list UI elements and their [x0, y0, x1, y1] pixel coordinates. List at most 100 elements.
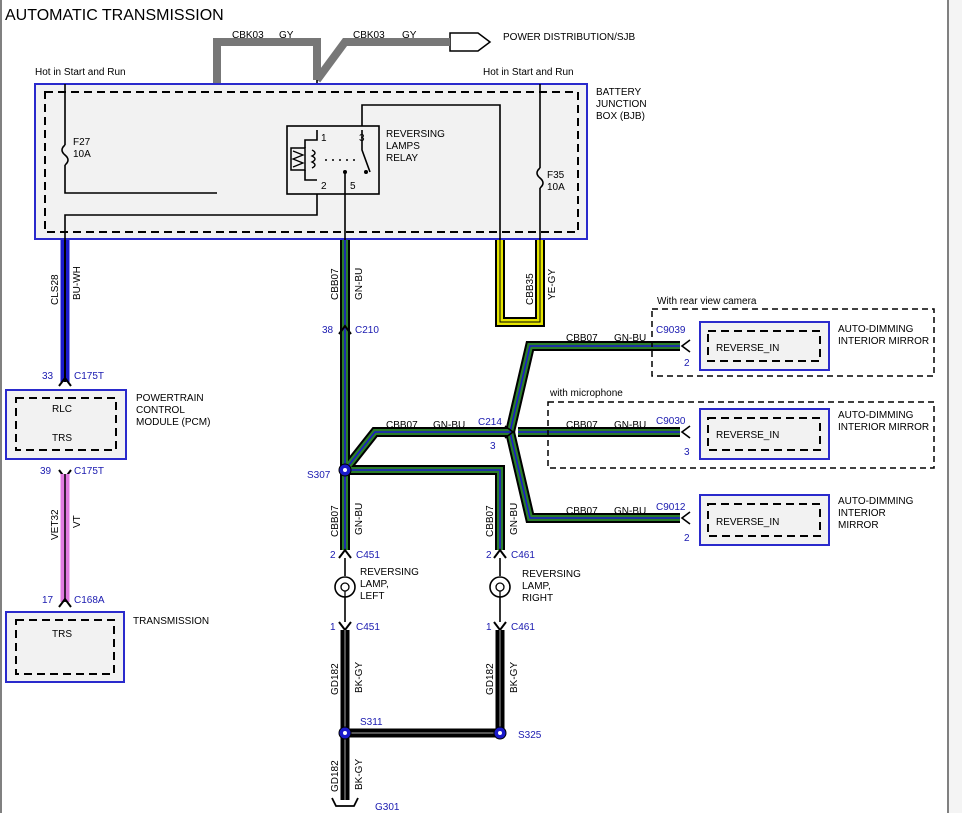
c9039-pin: 2	[684, 358, 690, 369]
c9012-pin: 2	[684, 533, 690, 544]
relay-pin-2: 2	[321, 181, 327, 192]
mirror-1-pin: REVERSE_IN	[716, 343, 779, 354]
connector-arrow-icon	[680, 511, 691, 525]
transmission-box	[5, 611, 125, 683]
hot-in-start-left: Hot in Start and Run	[35, 67, 126, 78]
lamp-right-name-1: REVERSING	[522, 569, 581, 580]
fuse-f35-rating: 10A	[547, 182, 565, 193]
left-ground-color: BK-GY	[354, 662, 365, 693]
transmission-name: TRANSMISSION	[133, 616, 209, 627]
c175t-top-pin: 33	[42, 371, 54, 382]
c9039-name: C9039	[656, 325, 686, 336]
reversing-lamp-left-icon	[334, 576, 356, 598]
branch-top-color: GN-BU	[614, 333, 646, 344]
mirror-2-name-2: INTERIOR MIRROR	[838, 422, 929, 433]
connector-arrow-icon	[680, 425, 691, 439]
bu-wh-label: BU-WH	[72, 266, 83, 300]
branch-mid-color: GN-BU	[614, 420, 646, 431]
lamp-left-name-3: LEFT	[360, 591, 384, 602]
s325-label: S325	[518, 730, 542, 741]
fuse-f35-id: F35	[547, 170, 565, 181]
c461-bot-pin: 1	[486, 622, 492, 633]
branch-mid-circuit: CBB07	[566, 420, 598, 431]
connector-arrow-icon	[338, 548, 352, 559]
relay-name-2: LAMPS	[386, 141, 420, 152]
gy-left-label: GY	[279, 30, 294, 41]
c175t-top-name: C175T	[74, 371, 104, 382]
connector-arrow-icon	[680, 339, 691, 353]
g301-label: G301	[375, 802, 400, 813]
pcm-pin-trs: TRS	[52, 433, 72, 444]
c9012-name: C9012	[656, 502, 686, 513]
mirror-2-name-1: AUTO-DIMMING	[838, 410, 914, 421]
lamp-right-name-2: LAMP,	[522, 581, 551, 592]
lamp-left-name-1: REVERSING	[360, 567, 419, 578]
mirror-2-pin: REVERSE_IN	[716, 430, 779, 441]
c168a-pin: 17	[42, 595, 54, 606]
connector-arrow-icon	[504, 425, 515, 439]
relay-name-3: RELAY	[386, 153, 418, 164]
microphone-note: with microphone	[549, 388, 623, 399]
pcm-box	[5, 389, 127, 460]
s311-label: S311	[360, 717, 383, 728]
pcm-name-1: POWERTRAIN	[136, 393, 204, 404]
mirror-3-name-2: INTERIOR	[838, 508, 886, 519]
c461-top-pin: 2	[486, 550, 492, 561]
ground-gd182-wires	[340, 630, 505, 800]
branch-bot-circuit: CBB07	[566, 506, 598, 517]
right-ground-color: BK-GY	[509, 662, 520, 693]
gn-bu-bjb-label: GN-BU	[354, 268, 365, 300]
c214-left-circuit: CBB07	[386, 420, 418, 431]
connector-arrow-icon	[58, 597, 72, 608]
branch-top-circuit: CBB07	[566, 333, 598, 344]
c175t-bot-pin: 39	[40, 466, 52, 477]
bjb-name-3: BOX (BJB)	[596, 111, 645, 122]
wire-cbb35-yellow	[495, 240, 545, 327]
cbk03-right-label: CBK03	[353, 30, 385, 41]
left-feed-color: GN-BU	[354, 503, 365, 535]
relay-pin-1: 1	[321, 133, 327, 144]
mirror-1-name-1: AUTO-DIMMING	[838, 324, 914, 335]
bjb-internal-wiring	[61, 84, 544, 240]
hot-in-start-right: Hot in Start and Run	[483, 67, 574, 78]
cls28-label: CLS28	[50, 274, 61, 305]
fuse-f35-icon	[536, 167, 544, 189]
fuse-f27-id: F27	[73, 137, 91, 148]
right-feed-circuit: CBB07	[485, 505, 496, 537]
c9030-pin: 3	[684, 447, 690, 458]
branch-bot-color: GN-BU	[614, 506, 646, 517]
relay-pin-3: 3	[359, 133, 365, 144]
power-connector-icon	[449, 32, 492, 52]
vet32-label: VET32	[50, 509, 61, 540]
mirror-3-name-3: MIRROR	[838, 520, 879, 531]
lamp-right-name-3: RIGHT	[522, 593, 553, 604]
left-feed-circuit: CBB07	[330, 505, 341, 537]
ye-gy-label: YE-GY	[547, 269, 558, 300]
right-feed-color: GN-BU	[509, 503, 520, 535]
c214-name: C214	[478, 417, 502, 428]
main-ground-circuit: GD182	[330, 760, 341, 792]
pcm-pin-rlc: RLC	[52, 404, 72, 415]
c451-bot-pin: 1	[330, 622, 336, 633]
s307-label: S307	[307, 470, 331, 481]
relay-coil-icon	[290, 130, 371, 240]
microphone-option-frame	[547, 401, 935, 469]
c210-name: C210	[355, 325, 379, 336]
reversing-lamp-right-icon	[489, 576, 511, 598]
c451-top-pin: 2	[330, 550, 336, 561]
c214-left-color: GN-BU	[433, 420, 465, 431]
page-title: AUTOMATIC TRANSMISSION	[5, 7, 224, 24]
power-distribution-label: POWER DISTRIBUTION/SJB	[503, 32, 636, 43]
rear-camera-option-frame	[651, 308, 935, 377]
cbk03-left-label: CBK03	[232, 30, 264, 41]
mirror-3-pin: REVERSE_IN	[716, 517, 779, 528]
transmission-pin-trs: TRS	[52, 629, 72, 640]
green-gn-bu-wires	[340, 240, 680, 550]
lamp-left-name-2: LAMP,	[360, 579, 389, 590]
rear-camera-note: With rear view camera	[657, 296, 757, 307]
left-ground-circuit: GD182	[330, 663, 341, 695]
connector-arrow-icon	[338, 324, 352, 335]
c9030-name: C9030	[656, 416, 686, 427]
c461-bot-name: C461	[511, 622, 535, 633]
fuse-f27-icon	[61, 144, 69, 166]
